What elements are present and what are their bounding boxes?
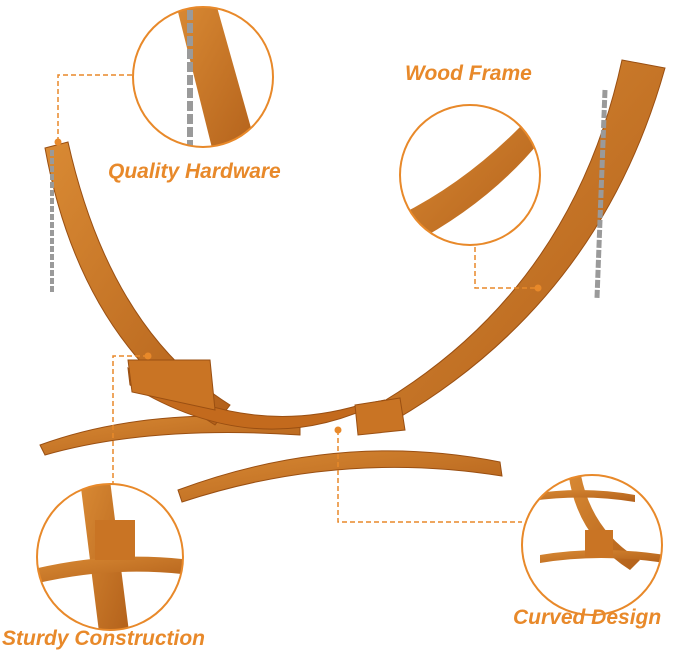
detail-circle-sturdy-construction — [36, 483, 184, 631]
connector-quality-hardware — [57, 74, 132, 140]
right-chain — [594, 89, 608, 299]
label-quality-hardware: Quality Hardware — [108, 160, 281, 183]
label-wood-frame: Wood Frame — [405, 62, 532, 85]
bracket — [127, 359, 216, 411]
connector-wood-frame — [474, 247, 538, 289]
label-curved-design: Curved Design — [513, 606, 662, 629]
detail-circle-quality-hardware — [132, 6, 274, 148]
detail-circle-wood-frame — [399, 104, 541, 246]
right-arm — [358, 59, 666, 421]
detail-circle-curved-design — [521, 474, 663, 616]
connector-sturdy-construction — [112, 355, 148, 484]
right-foot — [177, 450, 503, 503]
connector-curved-design — [337, 430, 522, 523]
label-sturdy-construction: Sturdy Construction — [2, 627, 205, 650]
right-bracket — [354, 397, 406, 436]
